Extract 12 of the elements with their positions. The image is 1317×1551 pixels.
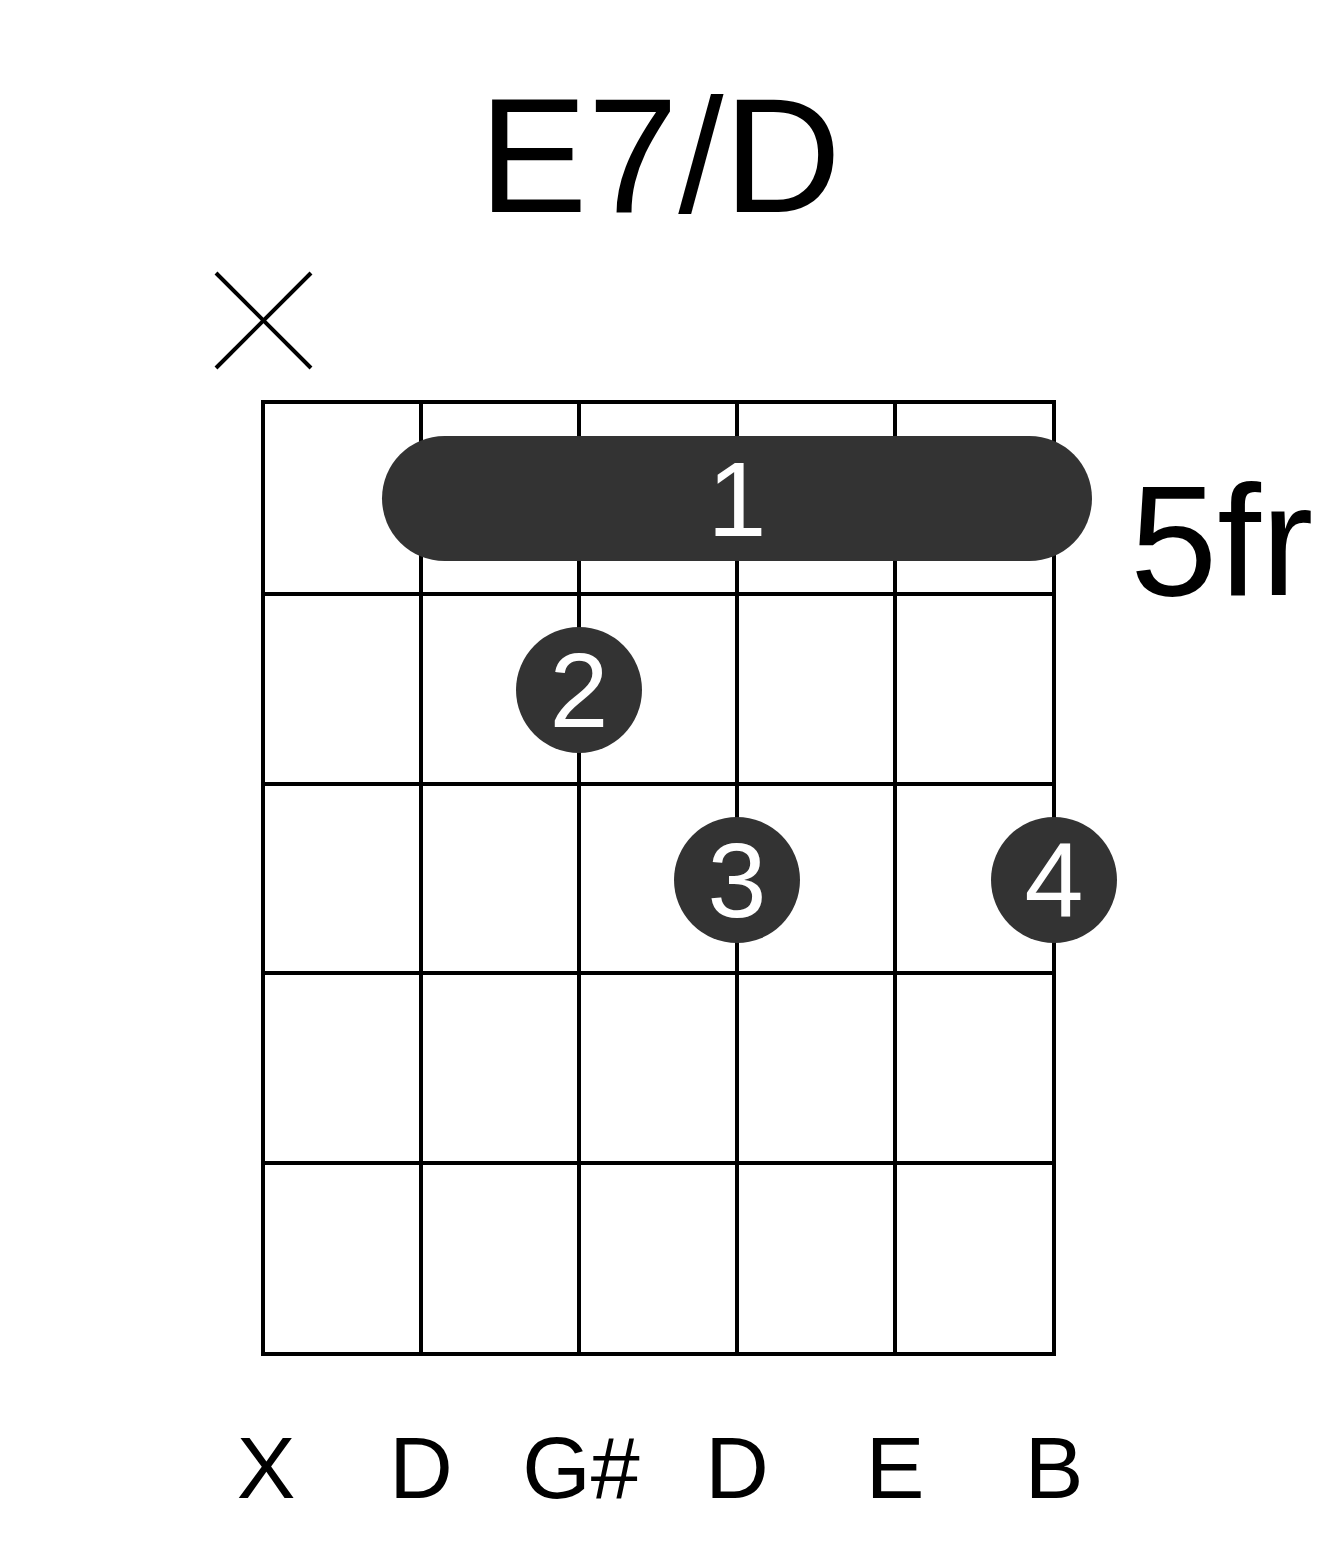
string-note-label: D [705,1424,769,1512]
string-note-label: X [236,1424,296,1512]
chord-title: E7/D [477,74,843,237]
string-note-label: E [865,1424,925,1512]
string-note-label: G# [522,1424,640,1512]
finger-dot: 2 [516,627,642,753]
barre-finger-bar: 1 [382,436,1092,561]
finger-dot: 4 [991,817,1117,943]
finger-dot: 3 [674,817,800,943]
string-note-label: D [389,1424,453,1512]
string-note-label: B [1024,1424,1084,1512]
fret-position-label: 5fr [1130,462,1314,619]
